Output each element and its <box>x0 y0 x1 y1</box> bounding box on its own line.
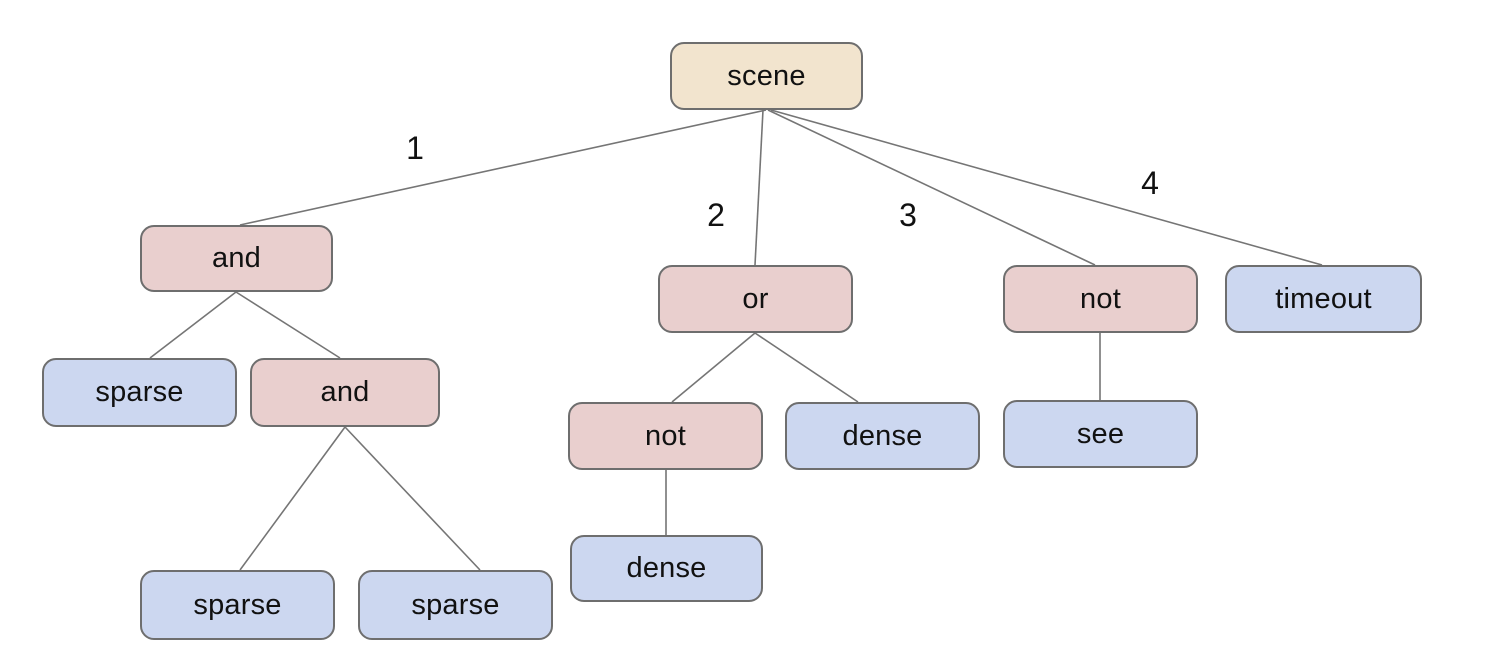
tree-edge-or1-not2 <box>671 332 756 403</box>
tree-node-timeout: timeout <box>1225 265 1422 333</box>
tree-node-scene: scene <box>670 42 863 110</box>
edge-label-2: 2 <box>707 197 725 233</box>
tree-edge-scene-or1 <box>754 109 764 266</box>
tree-edge-and1-sparse1 <box>149 291 237 359</box>
edge-label-3: 3 <box>899 197 917 233</box>
tree-node-or1: or <box>658 265 853 333</box>
tree-edge-and2-sparse3 <box>344 426 481 571</box>
edge-label-1: 1 <box>406 130 424 166</box>
tree-edge-scene-not1 <box>767 109 1096 266</box>
tree-node-see: see <box>1003 400 1198 468</box>
tree-edge-scene-timeout <box>770 109 1323 266</box>
tree-edge-scene-and1 <box>239 109 767 226</box>
tree-node-sparse3: sparse <box>358 570 553 640</box>
tree-node-not1: not <box>1003 265 1198 333</box>
tree-edge-and2-sparse2 <box>239 426 346 571</box>
tree-edge-or1-dense1 <box>754 332 859 403</box>
edge-label-4: 4 <box>1141 165 1159 201</box>
tree-node-sparse1: sparse <box>42 358 237 427</box>
tree-node-and1: and <box>140 225 333 292</box>
tree-edge-and1-and2 <box>235 291 341 359</box>
tree-node-dense1: dense <box>785 402 980 470</box>
tree-node-sparse2: sparse <box>140 570 335 640</box>
tree-node-and2: and <box>250 358 440 427</box>
tree-node-not2: not <box>568 402 763 470</box>
tree-node-dense2: dense <box>570 535 763 602</box>
